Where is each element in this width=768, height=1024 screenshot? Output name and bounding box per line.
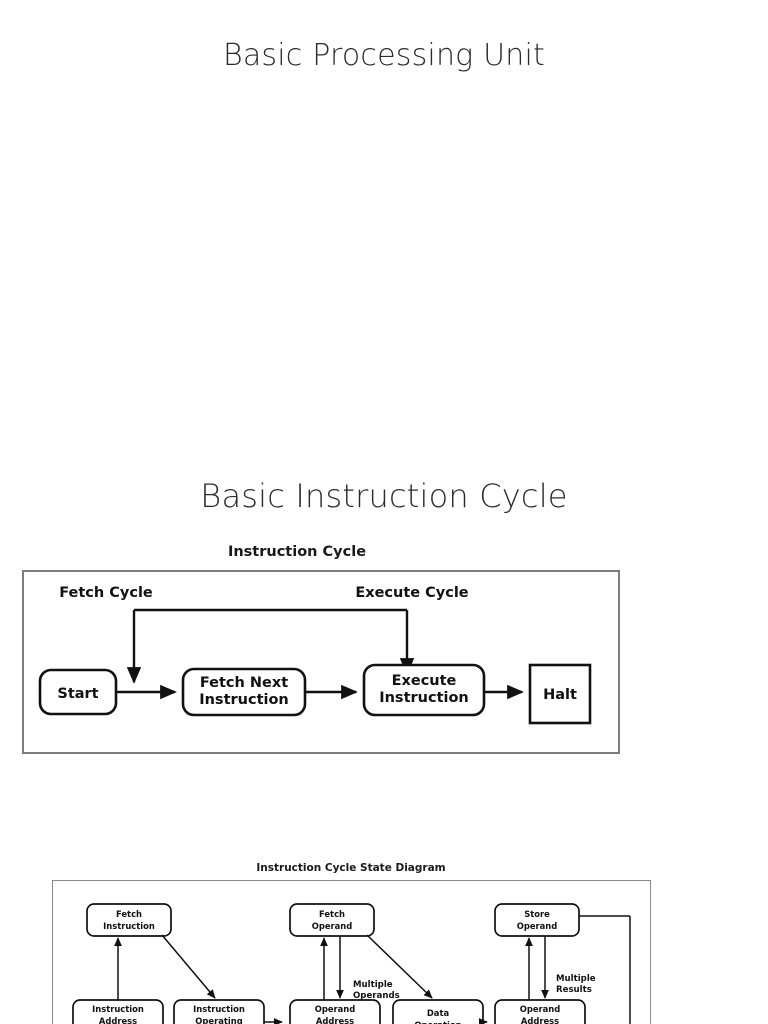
node-data-operation-label-line1: Data xyxy=(427,1008,449,1018)
node-fetch-instruction xyxy=(86,903,172,937)
instruction-cycle-flowchart: Fetch Cycle Execute Cycle Start Fetch Ne… xyxy=(38,585,592,725)
node-instruction-address-calculation-label-line2: Address xyxy=(99,1016,137,1024)
node-fetch-operand xyxy=(289,903,375,937)
node-fetch-next-instruction-label-line1: Fetch Next xyxy=(200,675,288,691)
node-fetch-instruction-label-line1: Fetch xyxy=(116,909,142,919)
node-operand-address-calculation-2-label-line1: Operand xyxy=(520,1004,561,1014)
node-store-operand xyxy=(494,903,580,937)
node-execute-instruction-label-line2: Instruction xyxy=(379,690,469,706)
node-execute-instruction xyxy=(362,663,486,717)
node-data-operation-label-line2: Operation xyxy=(414,1020,461,1024)
section-title-basic-instruction-cycle: Basic Instruction Cycle xyxy=(200,477,568,515)
node-operand-address-calculation-2 xyxy=(494,999,586,1024)
node-operand-address-calculation-1-label-line2: Address xyxy=(316,1016,354,1024)
node-halt-label: Halt xyxy=(543,687,577,703)
edge-label-multiple-operands-line2: Operands xyxy=(353,991,400,1001)
node-operand-address-calculation-1 xyxy=(289,999,381,1024)
node-store-operand-label-line1: Store xyxy=(524,909,550,919)
node-operand-address-calculation-2-label-line2: Address xyxy=(521,1016,559,1024)
figure-instruction-cycle-caption: Instruction Cycle xyxy=(227,544,367,560)
node-fetch-operand-label-line1: Fetch xyxy=(319,909,345,919)
node-instruction-address-calculation-label-line1: Instruction xyxy=(92,1004,144,1014)
figure-state-diagram-caption: Instruction Cycle State Diagram xyxy=(256,862,446,874)
state-diagram-flowchart: Fetch Instruction Fetch Operand Store Op… xyxy=(72,903,631,1024)
node-operand-address-calculation-1-label-line1: Operand xyxy=(315,1004,356,1014)
node-start-label: Start xyxy=(57,686,98,702)
edge-label-multiple-results-line2: Results xyxy=(556,985,592,995)
node-fetch-operand-label-line2: Operand xyxy=(312,921,353,931)
figure-instruction-cycle-frame xyxy=(22,570,620,754)
label-fetch-cycle: Fetch Cycle xyxy=(59,585,153,601)
node-fetch-next-instruction-label-line2: Instruction xyxy=(199,692,289,708)
figure-instruction-cycle-state-diagram: Instruction Cycle State Diagram Fetch In… xyxy=(52,862,652,1024)
node-instruction-operating-decoding-label-line2: Operating xyxy=(195,1016,242,1024)
edge-label-multiple-operands-line1: Multiple xyxy=(353,980,393,990)
node-halt xyxy=(528,663,592,725)
page-title: Basic Processing Unit xyxy=(223,38,545,73)
node-execute-instruction-label-line1: Execute xyxy=(392,673,457,689)
node-fetch-instruction-label-line2: Instruction xyxy=(103,921,155,931)
node-instruction-operating-decoding-label-line1: Instruction xyxy=(193,1004,245,1014)
figure-instruction-cycle: Instruction Cycle Fetch Cycle Execute Cy… xyxy=(22,544,622,756)
node-store-operand-label-line2: Operand xyxy=(517,921,558,931)
edge-label-multiple-results-line1: Multiple xyxy=(556,974,596,984)
label-execute-cycle: Execute Cycle xyxy=(355,585,468,601)
